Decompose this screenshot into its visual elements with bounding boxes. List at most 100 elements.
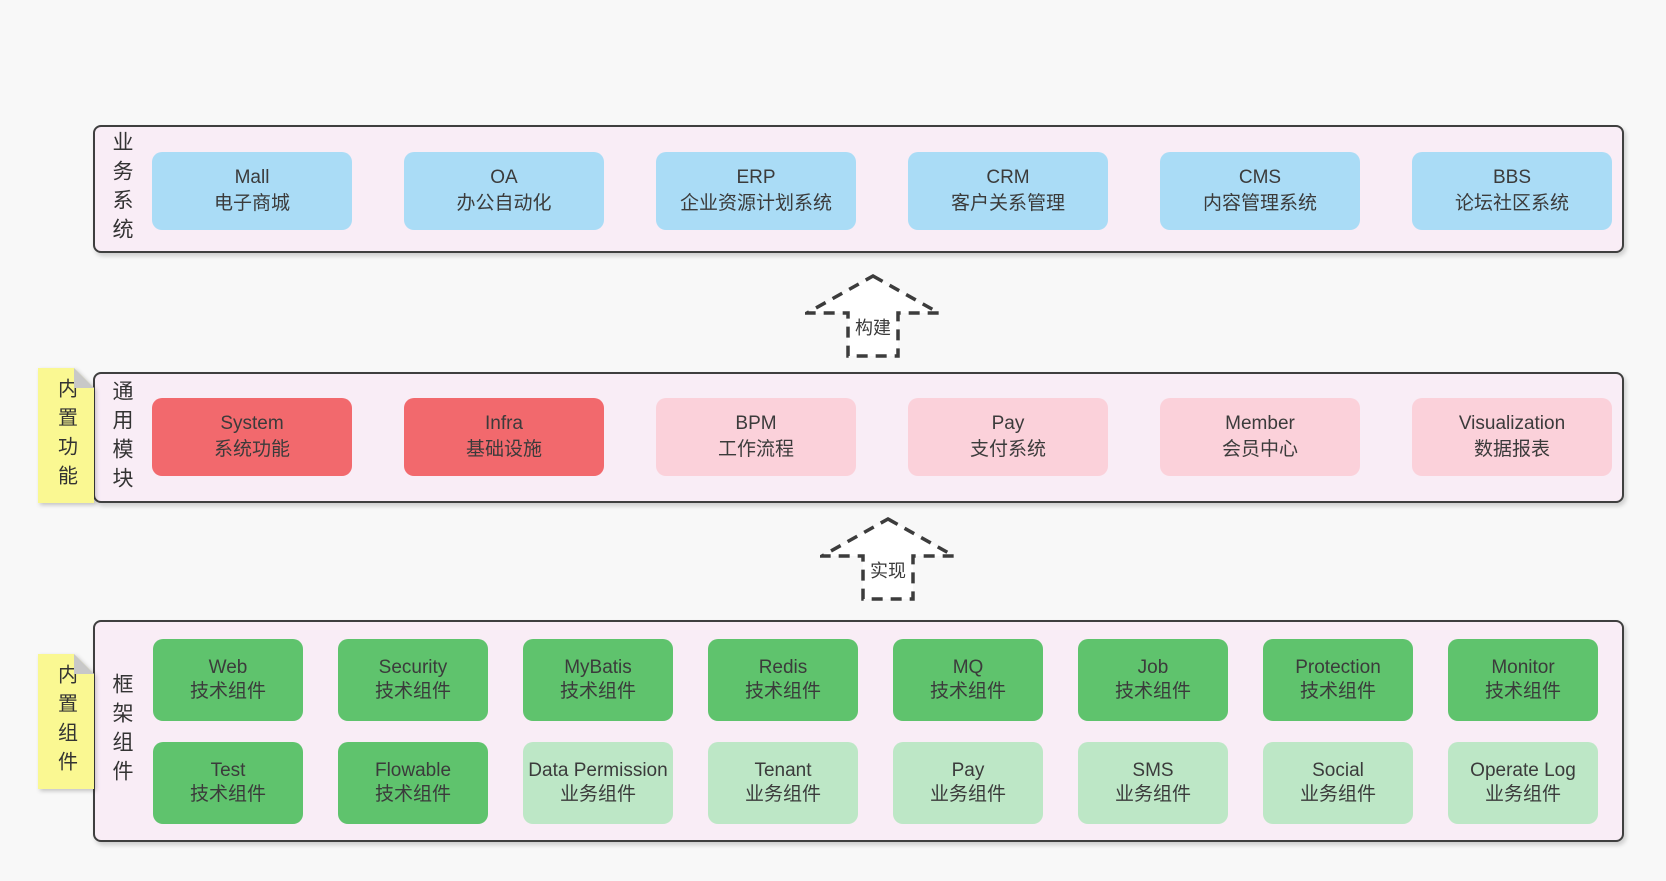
folded-corner-icon	[74, 654, 94, 674]
box-title: OA	[490, 166, 518, 188]
box-subtitle: 电子商城	[213, 193, 290, 214]
box-title: Web	[208, 656, 248, 678]
box-title: Infra	[484, 412, 524, 434]
box-subtitle: 数据报表	[1473, 439, 1550, 460]
box-subtitle: 技术组件	[189, 681, 266, 702]
box-subtitle: 业务组件	[1484, 784, 1561, 805]
box-title: SMS	[1132, 759, 1174, 781]
arrow-implement: 实现	[820, 517, 956, 601]
box-cms: CMS 内容管理系统	[1160, 152, 1360, 230]
box-subtitle: 业务组件	[559, 784, 636, 805]
box-title: Redis	[758, 656, 808, 678]
box-subtitle: 系统功能	[213, 439, 290, 460]
section-label-modules: 通用模块	[110, 379, 133, 496]
box-sms: SMS 业务组件	[1078, 742, 1228, 824]
box-visualization: Visualization 数据报表	[1412, 398, 1612, 476]
box-title: BBS	[1492, 166, 1532, 188]
box-pay-biz: Pay 业务组件	[893, 742, 1043, 824]
box-subtitle: 企业资源计划系统	[679, 193, 832, 214]
box-title: System	[220, 412, 284, 434]
box-title: Job	[1137, 656, 1169, 678]
box-title: Tenant	[754, 759, 812, 781]
box-title: Test	[210, 759, 246, 781]
box-subtitle: 会员中心	[1221, 439, 1298, 460]
box-mall: Mall 电子商城	[152, 152, 352, 230]
components-biz-row: Test 技术组件 Flowable 技术组件 Data Permission …	[153, 742, 1598, 824]
box-subtitle: 办公自动化	[456, 193, 552, 214]
box-subtitle: 工作流程	[717, 439, 794, 460]
box-subtitle: 支付系统	[969, 439, 1046, 460]
section-business-systems: 业务系统 Mall 电子商城 OA 办公自动化 ERP 企业资源计划系统 CRM…	[93, 125, 1624, 253]
box-title: Mall	[234, 166, 270, 188]
box-title: Member	[1225, 412, 1295, 434]
box-oa: OA 办公自动化	[404, 152, 604, 230]
box-subtitle: 论坛社区系统	[1454, 193, 1569, 214]
box-subtitle: 技术组件	[559, 681, 636, 702]
box-title: Pay	[991, 412, 1025, 434]
box-infra: Infra 基础设施	[404, 398, 604, 476]
box-crm: CRM 客户关系管理	[908, 152, 1108, 230]
box-title: MyBatis	[564, 656, 632, 678]
box-title: Flowable	[374, 759, 452, 781]
box-subtitle: 技术组件	[744, 681, 821, 702]
box-mq: MQ 技术组件	[893, 639, 1043, 721]
box-subtitle: 技术组件	[374, 681, 451, 702]
box-data-permission: Data Permission 业务组件	[523, 742, 673, 824]
box-title: Operate Log	[1470, 759, 1576, 781]
box-bpm: BPM 工作流程	[656, 398, 856, 476]
box-redis: Redis 技术组件	[708, 639, 858, 721]
box-subtitle: 技术组件	[1114, 681, 1191, 702]
box-bbs: BBS 论坛社区系统	[1412, 152, 1612, 230]
box-job: Job 技术组件	[1078, 639, 1228, 721]
box-subtitle: 业务组件	[744, 784, 821, 805]
sticky-note-builtin-features: 内置功能	[38, 368, 94, 503]
box-operate-log: Operate Log 业务组件	[1448, 742, 1598, 824]
box-tenant: Tenant 业务组件	[708, 742, 858, 824]
box-pay: Pay 支付系统	[908, 398, 1108, 476]
box-subtitle: 业务组件	[1299, 784, 1376, 805]
box-protection: Protection 技术组件	[1263, 639, 1413, 721]
section-common-modules: 通用模块 System 系统功能 Infra 基础设施 BPM 工作流程 Pay…	[93, 372, 1624, 503]
sticky-note-builtin-components: 内置组件	[38, 654, 94, 789]
box-subtitle: 内容管理系统	[1202, 193, 1317, 214]
box-subtitle: 技术组件	[189, 784, 266, 805]
box-subtitle: 技术组件	[374, 784, 451, 805]
box-member: Member 会员中心	[1160, 398, 1360, 476]
box-flowable: Flowable 技术组件	[338, 742, 488, 824]
box-title: Security	[378, 656, 448, 678]
section-label-business: 业务系统	[110, 131, 133, 247]
box-monitor: Monitor 技术组件	[1448, 639, 1598, 721]
box-title: ERP	[736, 166, 776, 188]
section-label-components: 框架组件	[110, 673, 133, 789]
business-box-row: Mall 电子商城 OA 办公自动化 ERP 企业资源计划系统 CRM 客户关系…	[152, 152, 1612, 230]
folded-corner-icon	[74, 368, 94, 388]
arrow-build: 构建	[805, 274, 941, 358]
box-subtitle: 技术组件	[1484, 681, 1561, 702]
box-title: Social	[1312, 759, 1364, 781]
section-framework-components: 框架组件 Web 技术组件 Security 技术组件 MyBatis 技术组件…	[93, 620, 1624, 842]
arrow-implement-label: 实现	[867, 557, 909, 583]
box-subtitle: 技术组件	[1299, 681, 1376, 702]
box-web: Web 技术组件	[153, 639, 303, 721]
box-subtitle: 基础设施	[465, 439, 542, 460]
arrow-build-label: 构建	[852, 314, 894, 340]
sticky-note-text: 内置功能	[54, 377, 77, 494]
box-test: Test 技术组件	[153, 742, 303, 824]
box-erp: ERP 企业资源计划系统	[656, 152, 856, 230]
box-security: Security 技术组件	[338, 639, 488, 721]
box-subtitle: 业务组件	[1114, 784, 1191, 805]
box-subtitle: 业务组件	[929, 784, 1006, 805]
box-subtitle: 技术组件	[929, 681, 1006, 702]
box-title: Protection	[1295, 656, 1381, 678]
box-title: Pay	[951, 759, 985, 781]
sticky-note-text: 内置组件	[54, 663, 77, 780]
box-mybatis: MyBatis 技术组件	[523, 639, 673, 721]
box-system: System 系统功能	[152, 398, 352, 476]
box-title: Data Permission	[528, 759, 668, 781]
box-title: CRM	[986, 166, 1030, 188]
components-tech-row: Web 技术组件 Security 技术组件 MyBatis 技术组件 Redi…	[153, 639, 1598, 721]
box-title: MQ	[952, 656, 984, 678]
box-title: Monitor	[1491, 656, 1555, 678]
box-title: CMS	[1238, 166, 1282, 188]
